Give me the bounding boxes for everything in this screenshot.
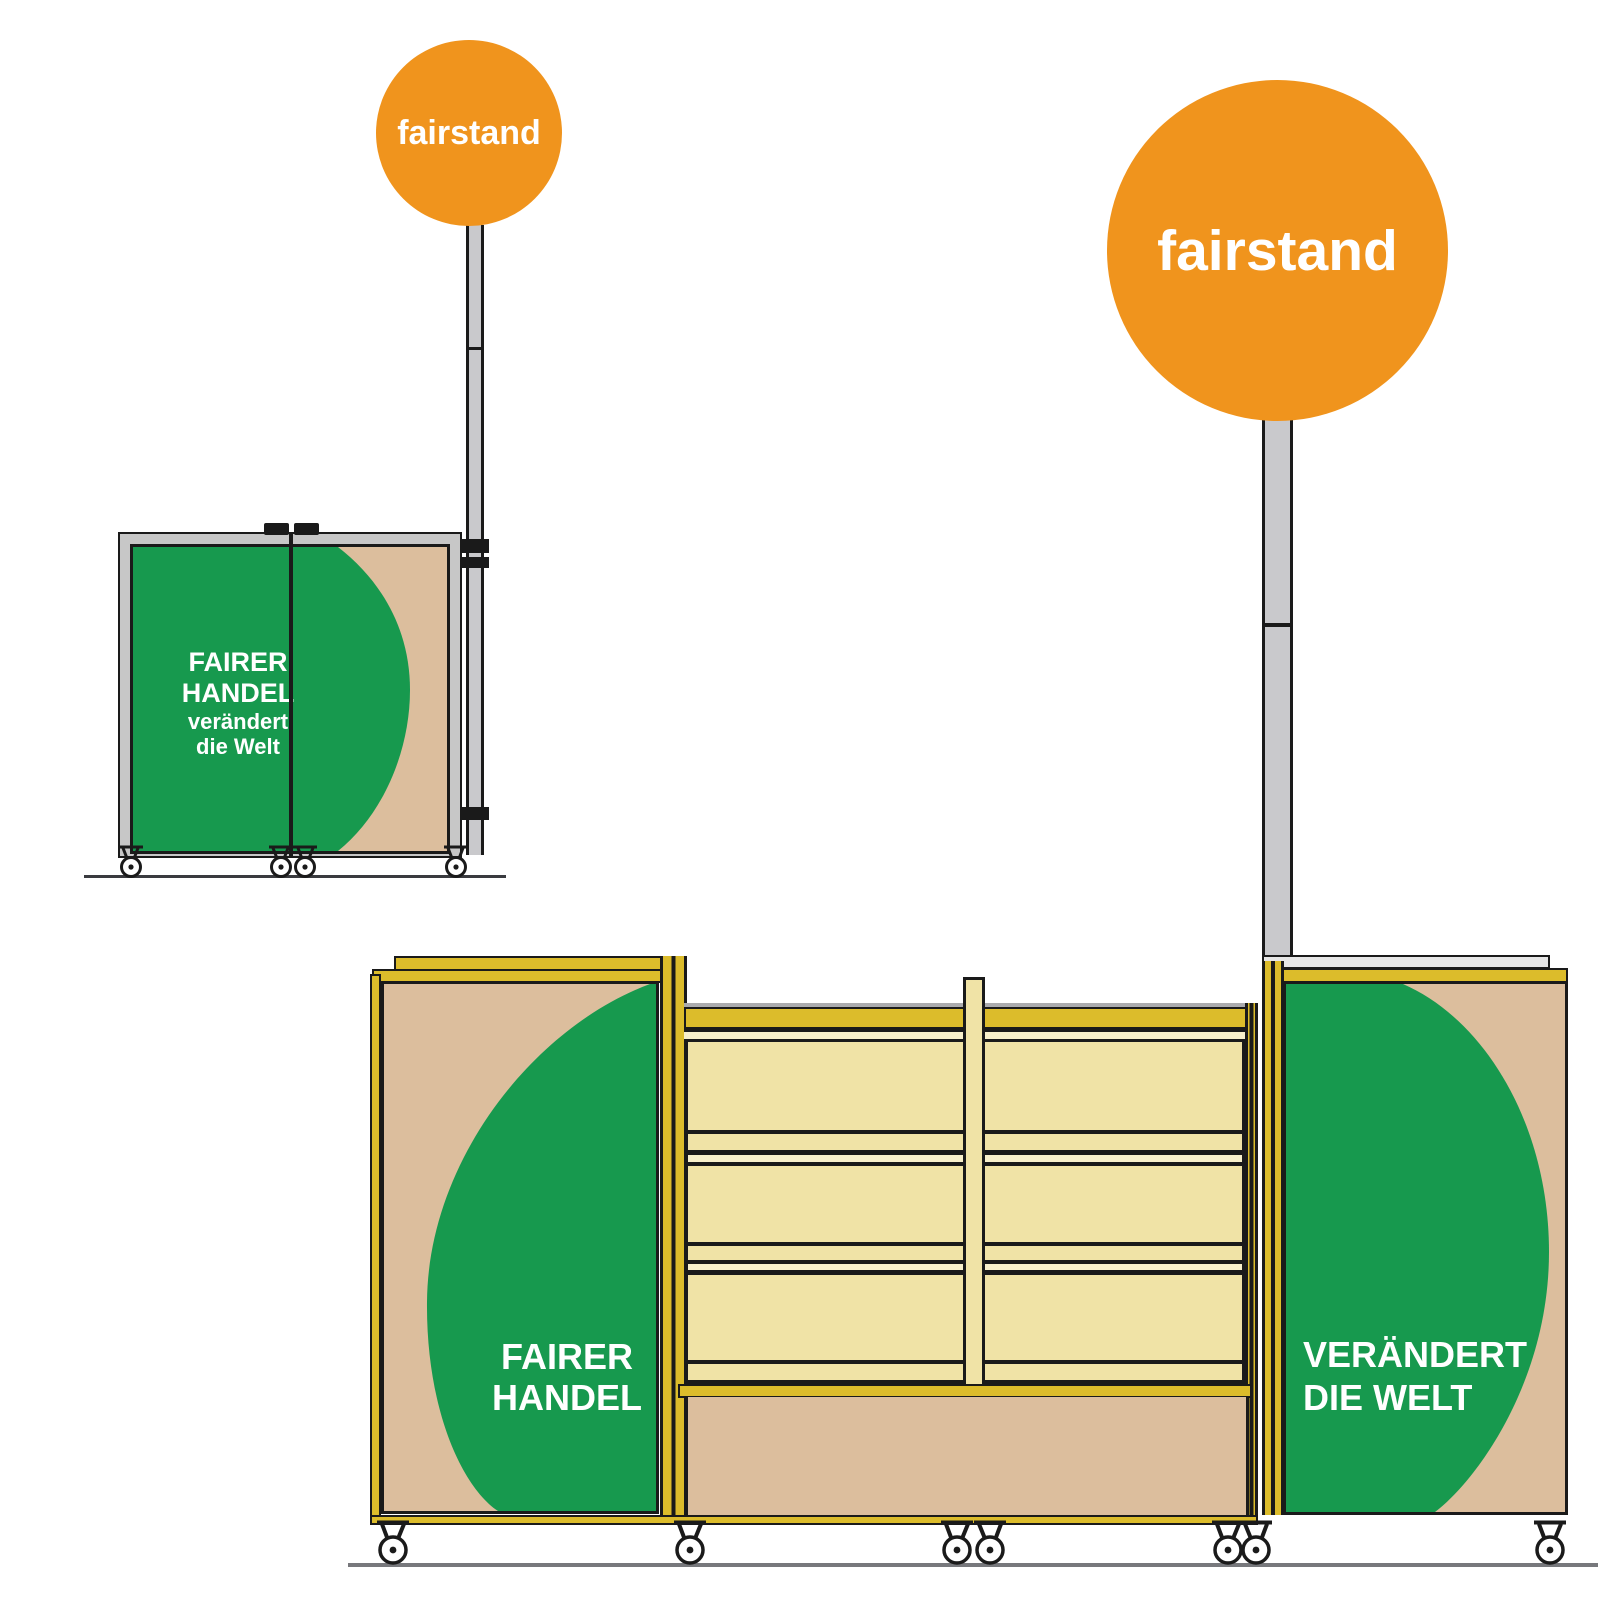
closed-panel-line-2: HANDEL — [181, 678, 295, 708]
caster-wheel-icon — [377, 1520, 409, 1565]
open-stand-ground-line — [348, 1563, 1598, 1567]
shelf-base-cabinet — [685, 1397, 1249, 1515]
closed-stand-panel-text: FAIRER HANDEL verändert die Welt — [153, 647, 323, 759]
caster-wheel-icon — [941, 1520, 973, 1565]
left-banner-text: FAIRER HANDEL — [457, 1336, 677, 1418]
open-stand-bottom-rail — [370, 1515, 1258, 1525]
left-module-left-frame — [370, 974, 381, 1524]
left-banner-panel: FAIRER HANDEL — [381, 981, 659, 1514]
closed-stand-center-divider — [289, 534, 293, 856]
right-banner-line-1: VERÄNDERT — [1303, 1334, 1528, 1375]
closed-stand-pole-joint — [466, 347, 484, 350]
shelf-center-post — [963, 977, 985, 1397]
left-junction-frame — [660, 956, 687, 1524]
right-banner-panel: VERÄNDERT DIE WELT — [1283, 981, 1568, 1515]
right-banner-text: VERÄNDERT DIE WELT — [1303, 1333, 1548, 1419]
caster-wheel-icon — [674, 1520, 706, 1565]
caster-wheel-icon — [269, 845, 293, 878]
caster-wheel-icon — [293, 845, 317, 878]
closed-stand-balloon-label: fairstand — [397, 113, 541, 152]
closed-stand-balloon: fairstand — [376, 40, 562, 226]
closed-panel-line-3: verändert — [187, 709, 289, 734]
caster-wheel-icon — [444, 845, 468, 878]
left-banner-line-1: FAIRER — [500, 1336, 633, 1377]
open-stand-pole — [1262, 418, 1293, 958]
closed-stand-pole-clamp-top — [462, 539, 489, 553]
open-stand-pole-joint — [1262, 623, 1293, 627]
closed-stand-ground-line — [84, 875, 506, 878]
caster-wheel-icon — [1212, 1520, 1244, 1565]
left-banner-line-2: HANDEL — [492, 1377, 642, 1418]
caster-wheel-icon — [974, 1520, 1006, 1565]
caster-wheel-icon — [1534, 1520, 1566, 1565]
closed-stand-pole-clamp-mid — [462, 557, 489, 568]
closed-stand-hinge-right — [294, 523, 319, 535]
open-stand-balloon-label: fairstand — [1157, 218, 1398, 283]
right-module-left-frame — [1262, 961, 1284, 1515]
caster-wheel-icon — [119, 845, 143, 878]
closed-stand-green-shape — [133, 547, 410, 851]
left-banner-green-shape — [426, 984, 656, 1511]
caster-wheel-icon — [1240, 1520, 1272, 1565]
closed-stand-pole-clamp-bottom — [462, 807, 489, 820]
closed-panel-line-1: FAIRER — [188, 647, 288, 677]
right-module-top-rail — [1262, 955, 1550, 969]
right-banner-green-shape — [1286, 984, 1549, 1512]
open-stand-balloon: fairstand — [1107, 80, 1448, 421]
closed-panel-line-4: die Welt — [196, 734, 280, 759]
right-banner-line-2: DIE WELT — [1303, 1377, 1473, 1418]
closed-stand-hinge-left — [264, 523, 289, 535]
shelf-counter-band — [678, 1384, 1252, 1398]
